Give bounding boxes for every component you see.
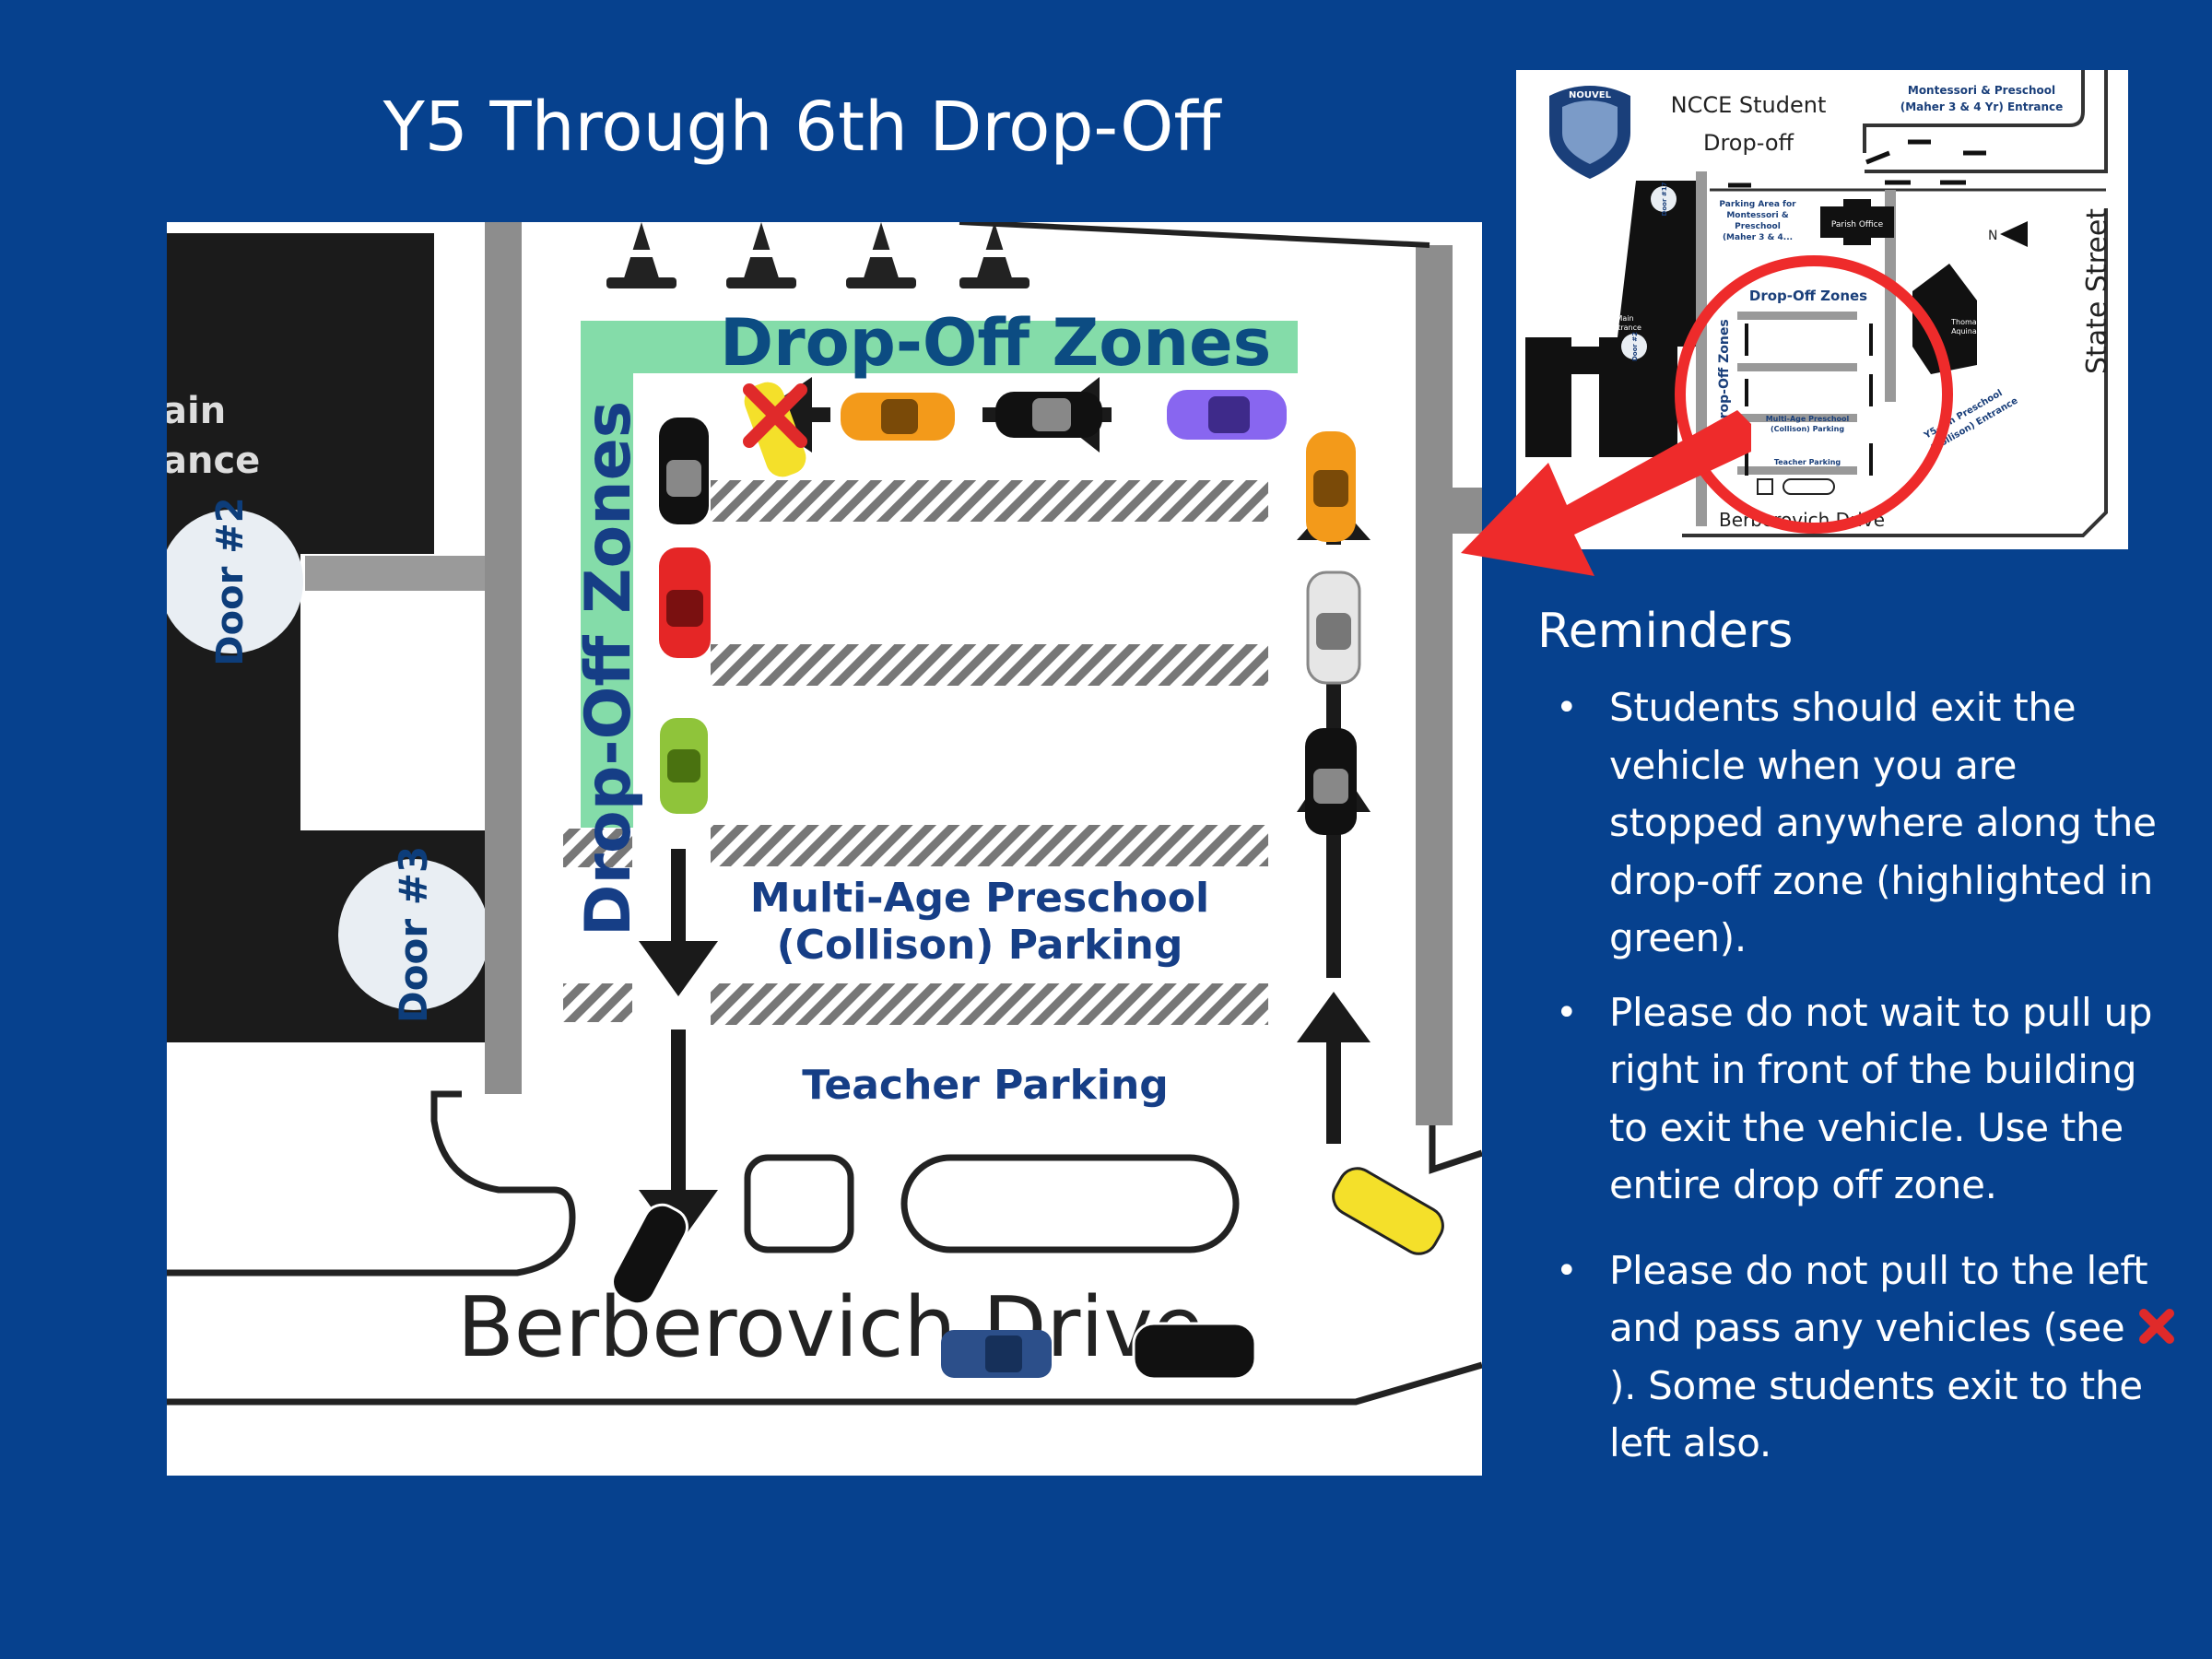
reminder-item: Please do not wait to pull up right in f… [1556, 984, 2183, 1215]
car-orange-top [841, 393, 955, 441]
door-2-marker: Door #2 [167, 497, 303, 666]
car-black-bottom-left [611, 1203, 688, 1306]
car-white [1306, 571, 1361, 685]
car-black-top [995, 392, 1102, 438]
main-entrance-label-line1: ain [167, 390, 226, 432]
main-drop-off-map: Door #2 Door #3 ain ance Drop-Off Zones … [167, 222, 1482, 1476]
svg-text:NOUVEL: NOUVEL [1569, 90, 1612, 100]
main-entrance-label-line2: ance [167, 440, 260, 482]
inset-multi-age-line1: Multi-Age Preschool [1766, 415, 1850, 423]
inset-title-line2: Drop-off [1703, 130, 1794, 156]
car-purple [1167, 390, 1287, 440]
montessori-entrance-line1: Montessori & Preschool [1908, 84, 2055, 97]
inset-multi-age-line2: (Collison) Parking [1771, 425, 1844, 433]
multi-age-parking-label-2: (Collison) Parking [777, 922, 1183, 969]
teacher-parking-label: Teacher Parking [802, 1062, 1169, 1109]
drop-off-zone-highlight [581, 321, 1298, 828]
car-yellow-bottom [1332, 1167, 1444, 1255]
parking-area-line1: Parking Area for [1719, 200, 1796, 209]
state-street-label: State Street [2081, 208, 2113, 374]
main-entrance-line2: Entrance [1608, 324, 1641, 332]
door-3-label: Door #3 [391, 846, 436, 1023]
parking-area-line4: (Maher 3 & 4... [1723, 233, 1793, 242]
car-black-bottom-right [1132, 1322, 1257, 1381]
multi-age-parking-label-1: Multi-Age Preschool [750, 875, 1209, 922]
reminder-item: Students should exit the vehicle when yo… [1556, 679, 2183, 968]
parish-office-label: Parish Office [1831, 220, 1884, 229]
highlight-circle [1675, 255, 1953, 534]
red-x-icon [2136, 1305, 2177, 1346]
reminder-text-end: ). Some students exit to the left also. [1609, 1362, 2143, 1466]
north-label: N [1988, 229, 1997, 243]
inset-title-line1: NCCE Student [1671, 92, 1827, 118]
inset-door-2-label: Door #2 [1631, 332, 1639, 361]
parking-area-line2: Montessori & [1726, 211, 1789, 220]
drop-off-zones-side-label: Drop-Off Zones [572, 401, 645, 936]
inset-door-17-label: Door #17 [1661, 182, 1668, 216]
red-x-marker [743, 383, 807, 448]
thomas-label-2: Aquinas [1951, 327, 1981, 335]
inset-drop-off-zones-side-label: Drop-Off Zones [1717, 319, 1732, 429]
inset-drop-off-zones-label: Drop-Off Zones [1749, 288, 1867, 304]
inset-campus-map: NOUVEL NCCE Student Drop-off Montessori … [1516, 70, 2128, 549]
page-title: Y5 Through 6th Drop-Off [382, 88, 1221, 167]
car-orange-right [1306, 431, 1356, 542]
reminder-item: Please do not pull to the left and pass … [1556, 1242, 2183, 1473]
inset-teacher-parking-label: Teacher Parking [1774, 458, 1841, 466]
building [167, 222, 434, 554]
montessori-entrance-line2: (Maher 3 & 4 Yr) Entrance [1900, 100, 2064, 113]
reminder-text-start: Please do not pull to the left and pass … [1609, 1247, 2148, 1351]
car-red [659, 547, 711, 658]
car-black-side [659, 418, 709, 524]
car-green [660, 718, 708, 814]
main-entrance-line1: Main [1616, 314, 1633, 323]
car-blue-bottom [941, 1330, 1052, 1378]
pointer-arrow [1461, 410, 1751, 576]
door-2-label: Door #2 [209, 497, 252, 665]
reminders-list: Students should exit the vehicle when yo… [1537, 679, 2183, 1473]
north-arrow-icon [2000, 221, 2028, 247]
school-logo: NOUVEL [1549, 86, 1630, 179]
drop-off-zones-top-label: Drop-Off Zones [720, 305, 1271, 381]
reminders-heading: Reminders [1537, 604, 1794, 659]
door-3-marker: Door #3 [338, 846, 489, 1023]
thomas-label-1: Thomas [1950, 318, 1981, 326]
traffic-cones [606, 222, 1030, 288]
berberovich-drive-label: Berberovich Drive [457, 1279, 1204, 1376]
car-black-right [1305, 728, 1357, 835]
reminders-panel: Reminders Students should exit the vehic… [1537, 604, 2183, 1489]
parking-area-line3: Preschool [1735, 222, 1781, 231]
